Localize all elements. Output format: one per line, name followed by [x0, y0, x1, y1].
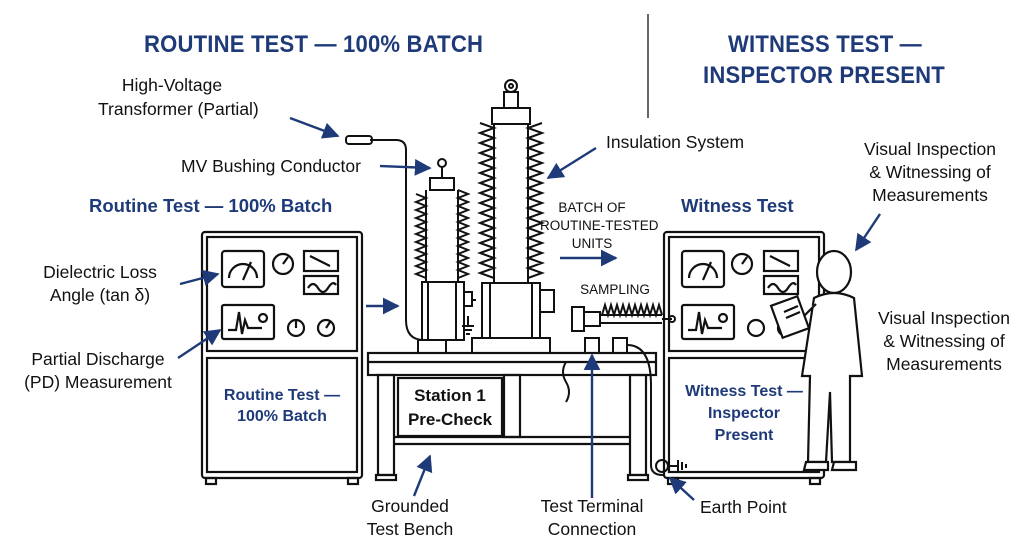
label-visual-mid-2: & Witnessing of [883, 331, 1005, 351]
label-visual-top-2: & Witnessing of [869, 162, 991, 182]
batch-line2: ROUTINE-TESTED [540, 218, 659, 233]
station-label-2: Pre-Check [407, 410, 493, 429]
arrow-hv-transformer [289, 116, 340, 139]
arrow-pd [177, 329, 222, 359]
label-dielectric-2: Angle (tan δ) [49, 285, 151, 305]
right-cabinet [662, 230, 826, 486]
label-visual-mid-3: Measurements [886, 354, 1002, 374]
routine-heading: Routine Test — 100% Batch [89, 195, 333, 216]
witness-panel-line1: Witness Test — [685, 383, 803, 400]
label-grounded-2: Test Bench [366, 519, 454, 539]
arrow-dielectric [179, 269, 220, 286]
label-insulation: Insulation System [606, 132, 745, 152]
arrow-grounded [412, 454, 433, 497]
arrow-earth [668, 476, 695, 501]
right-title-line2: INSPECTOR PRESENT [703, 62, 945, 89]
batch-line3: UNITS [571, 236, 613, 251]
arrow-mv-bushing [379, 159, 432, 176]
mv-bushing [413, 158, 476, 354]
callout-arrows [177, 116, 881, 501]
label-mv-bushing: MV Bushing Conductor [181, 156, 361, 176]
arrow-insulation [546, 146, 597, 180]
station-label-1: Station 1 [414, 386, 486, 405]
witness-panel-line2: Inspector [707, 405, 780, 422]
label-visual-mid-1: Visual Inspection [878, 308, 1010, 328]
hv-cable [345, 135, 425, 341]
label-visual-top-3: Measurements [872, 185, 988, 205]
label-terminal-2: Connection [547, 519, 637, 539]
label-hv-transformer-1: High-Voltage [121, 75, 223, 95]
routine-panel-line2: 100% Batch [237, 408, 327, 425]
witness-panel-line3: Present [714, 427, 774, 444]
sample-unit [562, 301, 687, 476]
inspector-figure [769, 249, 864, 472]
label-grounded-1: Grounded [371, 496, 449, 516]
label-pd-2: (PD) Measurement [24, 372, 172, 392]
witness-heading: Witness Test [681, 195, 794, 216]
batch-line1: BATCH OF [558, 200, 626, 215]
label-dielectric-1: Dielectric Loss [43, 262, 157, 282]
left-cabinet [200, 230, 364, 486]
routine-panel-line1: Routine Test — [223, 387, 341, 404]
label-pd-1: Partial Discharge [31, 349, 165, 369]
label-earth: Earth Point [700, 497, 787, 517]
left-title: ROUTINE TEST — 100% BATCH [144, 31, 484, 58]
label-hv-transformer-2: Transformer (Partial) [98, 99, 259, 119]
right-title-line1: WITNESS TEST — [728, 31, 922, 58]
arrow-visual-top [855, 213, 881, 252]
label-terminal-1: Test Terminal [540, 496, 644, 516]
sampling-label: SAMPLING [580, 282, 650, 297]
insulation-system [471, 79, 555, 354]
label-visual-top-1: Visual Inspection [864, 139, 996, 159]
